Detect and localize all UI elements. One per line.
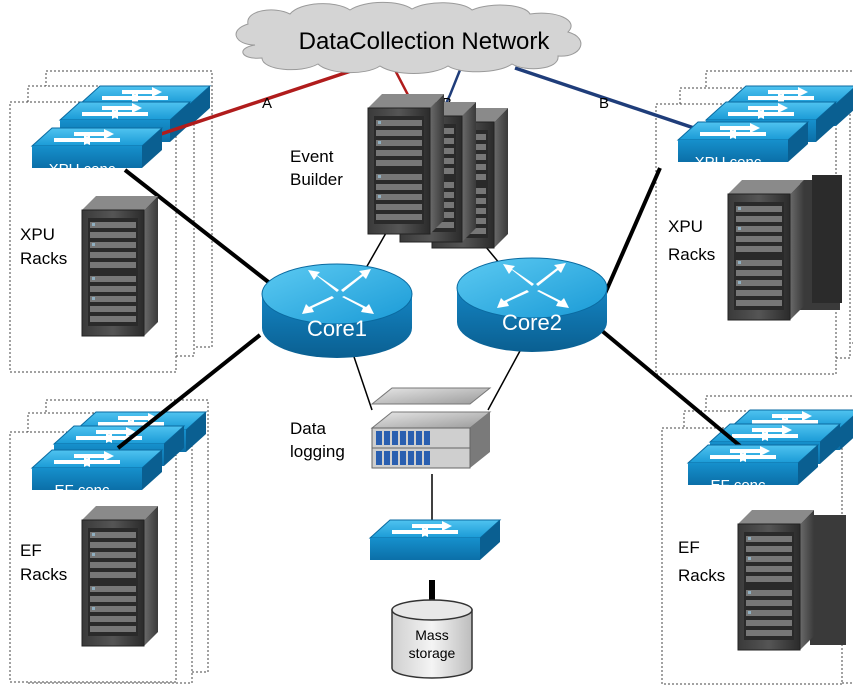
link-label-b-right: B xyxy=(599,95,609,112)
mass-storage: Mass storage xyxy=(391,599,473,679)
xpu-right-switch-label: XPU conc xyxy=(695,154,762,171)
ef-right-group: EF conc EF Racks xyxy=(678,444,819,651)
core1-label: Core1 xyxy=(307,316,367,341)
data-logging-label-line1: Data xyxy=(290,419,326,438)
event-builder-label-line2: Builder xyxy=(290,170,343,189)
ef-left-label-line1: EF xyxy=(20,541,42,560)
datacollection-network-cloud: DataCollection Network xyxy=(235,1,582,74)
link-core2-ef-right xyxy=(593,323,747,452)
data-logging-servers xyxy=(370,387,492,469)
xpu-left-switch-label: XPU conc xyxy=(49,161,116,178)
ef-right-switch-label: EF conc xyxy=(710,477,766,494)
link-a-left xyxy=(154,66,361,138)
xpu-right-label-line1: XPU xyxy=(668,217,703,236)
mass-storage-label-line1: Mass xyxy=(415,627,448,643)
ef-left-label-line2: Racks xyxy=(20,565,67,584)
sfo-out-label: SFO out xyxy=(397,557,454,574)
event-builder-servers xyxy=(367,93,509,249)
ef-left-group: EF conc EF Racks xyxy=(20,449,163,647)
sfo-out-switch: SFO out xyxy=(369,519,501,574)
xpu-left-group: XPU conc XPU Racks xyxy=(20,127,163,337)
network-label: DataCollection Network xyxy=(299,28,551,55)
mass-storage-label-line2: storage xyxy=(409,645,456,661)
ef-right-label-line2: Racks xyxy=(678,566,725,585)
ef-left-switch-label: EF conc xyxy=(54,482,110,499)
core2-label: Core2 xyxy=(502,310,562,335)
ef-left-rack xyxy=(81,505,159,647)
xpu-right-label-line2: Racks xyxy=(668,245,715,264)
link-b-right xyxy=(514,66,701,132)
xpu-right-back-racks xyxy=(800,175,842,310)
black-links xyxy=(116,167,747,605)
xpu-right-rack xyxy=(727,179,805,321)
xpu-left-rack xyxy=(81,195,159,337)
core1-router: Core1 xyxy=(261,263,413,359)
xpu-right-group: XPU conc XPU Racks xyxy=(668,121,809,321)
link-ef-left-core1 xyxy=(116,333,262,450)
ef-right-label-line1: EF xyxy=(678,538,700,557)
data-logging-label-line2: logging xyxy=(290,442,345,461)
xpu-left-label-line1: XPU xyxy=(20,225,55,244)
xpu-left-label-line2: Racks xyxy=(20,249,67,268)
link-core2-xpu-right xyxy=(598,167,662,306)
core2-router: Core2 xyxy=(456,257,608,353)
ef-right-rack xyxy=(737,509,815,651)
link-xpu-left-core1 xyxy=(123,168,287,297)
event-builder-label-line1: Event xyxy=(290,147,334,166)
link-label-a-left: A xyxy=(262,95,272,112)
ef-right-back-racks xyxy=(810,515,846,645)
